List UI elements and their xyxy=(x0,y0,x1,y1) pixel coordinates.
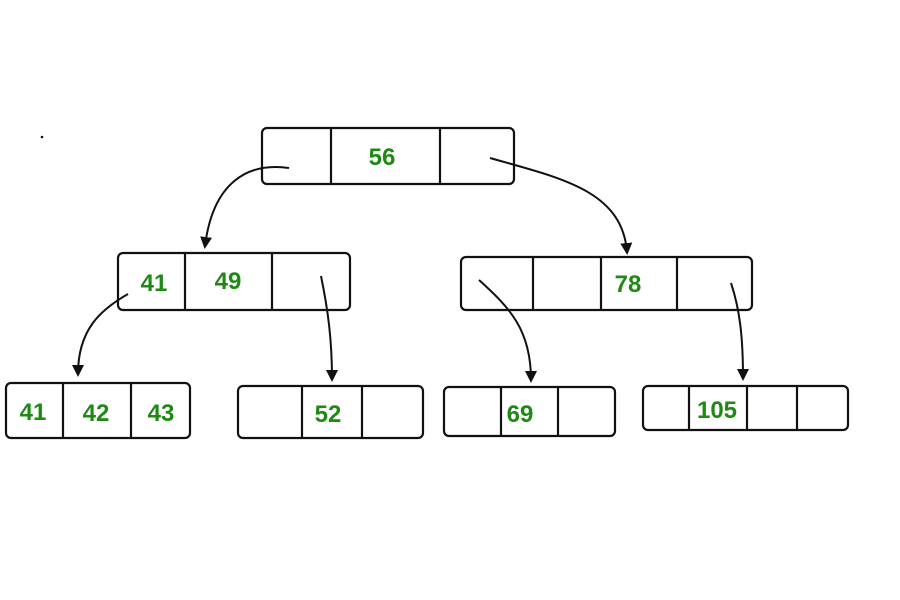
leaf-a-key-2: 43 xyxy=(148,400,175,427)
leaf-d-key-1: 105 xyxy=(697,397,737,424)
edge-left-to-leaf-b xyxy=(320,275,338,382)
edge-right-to-leaf-d xyxy=(730,282,749,381)
level1-right-node: 78 xyxy=(459,255,754,312)
level1-right-key-2: 78 xyxy=(615,271,642,298)
level1-left-key-1: 49 xyxy=(215,268,242,295)
leaf-b-key-1: 52 xyxy=(315,401,342,428)
edge-left-to-leaf-a xyxy=(72,293,129,377)
edge-root-to-left xyxy=(200,166,290,249)
leaf-node-b: 52 xyxy=(236,384,425,440)
leaf-a-key-0: 41 xyxy=(20,399,47,426)
leaf-a-key-1: 42 xyxy=(83,400,110,427)
leaf-node-a: 41 42 43 xyxy=(4,381,192,440)
level1-left-node: 41 49 xyxy=(116,251,352,312)
edge-root-to-right xyxy=(489,157,633,255)
leaf-node-c: 69 xyxy=(442,385,617,438)
leaf-c-key-1: 69 xyxy=(507,401,534,428)
leaf-node-d: 105 xyxy=(641,384,850,432)
root-node: 56 xyxy=(260,126,516,186)
level1-left-key-0: 41 xyxy=(141,270,168,297)
edge-right-to-leaf-c xyxy=(478,279,537,383)
stray-dot xyxy=(40,135,44,139)
root-key-1: 56 xyxy=(369,144,396,171)
